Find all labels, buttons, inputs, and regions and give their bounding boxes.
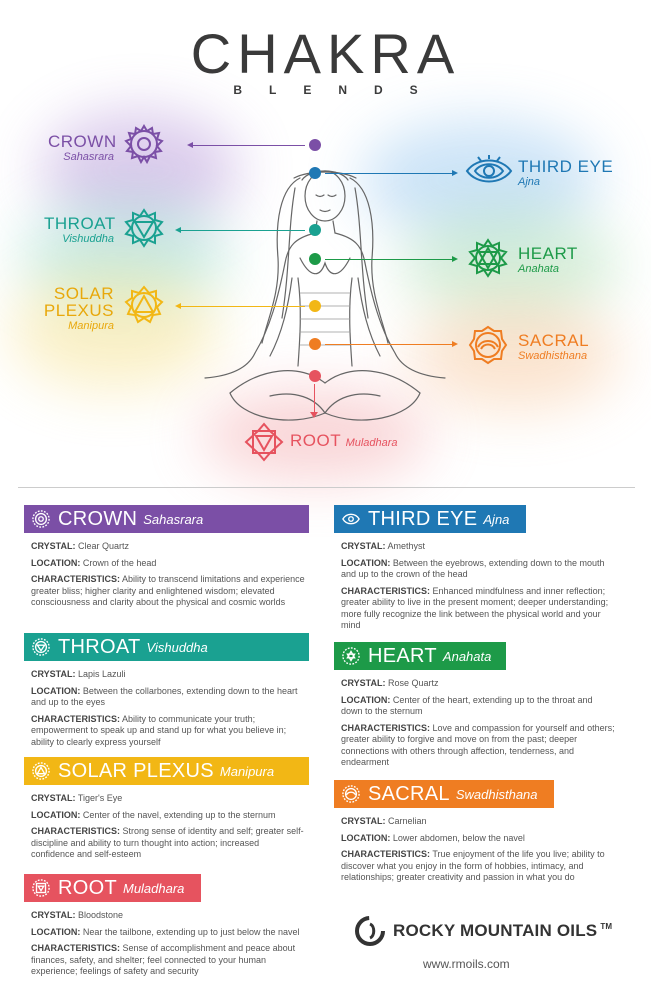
third-eye-symbol-icon [465, 155, 513, 183]
crown-sanskrit: Sahasrara [143, 511, 204, 527]
root-crystal: CRYSTAL: Bloodstone [31, 910, 124, 920]
third-eye-header: THIRD EYE Ajna [334, 505, 526, 533]
throat-section: THROAT Vishuddha CRYSTAL: Lapis Lazuli L… [24, 633, 309, 748]
sacral-location: LOCATION: Lower abdomen, below the navel [341, 832, 525, 843]
throat-symbol-icon [124, 208, 164, 248]
teal-wash [20, 200, 230, 310]
heart-label: HEART Anahata [518, 244, 578, 275]
third-eye-sanskrit: Ajna [483, 511, 510, 527]
third-eye-location: LOCATION: Between the eyebrows, extendin… [341, 557, 605, 580]
throat-location: LOCATION: Between the collarbones, exten… [31, 685, 298, 708]
throat-label: THROAT Vishuddha [44, 214, 116, 245]
sacral-label: SACRAL Swadhisthana [518, 331, 590, 362]
crown-symbol-icon [124, 124, 164, 164]
green-wash [400, 210, 620, 320]
root-label: ROOT Muladhara [290, 431, 398, 450]
third-eye-dot [309, 167, 321, 179]
heart-arrow [325, 256, 458, 262]
heart-dot [309, 253, 321, 265]
throat-arrow [175, 227, 305, 233]
heart-chakra-icon [342, 647, 360, 665]
sacral-sanskrit: Swadhisthana [455, 786, 538, 802]
sacral-symbol-icon [468, 325, 508, 365]
crown-title: CROWN [58, 507, 138, 530]
root-header: ROOT Muladhara [24, 874, 201, 902]
throat-sanskrit: Vishuddha [146, 639, 208, 655]
solar-plexus-location: LOCATION: Center of the navel, extending… [31, 809, 276, 820]
root-section: ROOT Muladhara CRYSTAL: Bloodstone LOCAT… [24, 874, 309, 978]
third-eye-label: THIRD EYE Ajna [518, 157, 614, 188]
solar-plexus-chakra-icon [32, 762, 50, 780]
orange-wash [410, 300, 620, 410]
sacral-dot [309, 338, 321, 350]
throat-crystal: CRYSTAL: Lapis Lazuli [31, 669, 126, 679]
heart-characteristics: CHARACTERISTICS: Love and compassion for… [341, 722, 615, 768]
solar-plexus-section: SOLAR PLEXUS Manipura CRYSTAL: Tiger's E… [24, 757, 309, 861]
crown-chakra-icon [32, 510, 50, 528]
crown-arrow [187, 142, 305, 148]
throat-dot [309, 224, 321, 236]
solar-plexus-label: SOLAR PLEXUS Manipura [43, 284, 114, 332]
sacral-crystal: CRYSTAL: Carnelian [341, 816, 427, 826]
crown-label: CROWN Sahasrara [48, 132, 117, 163]
crown-section: CROWN Sahasrara CRYSTAL: Clear Quartz LO… [24, 505, 309, 609]
crown-dot [309, 139, 321, 151]
sacral-arrow [325, 341, 458, 347]
crown-header: CROWN Sahasrara [24, 505, 309, 533]
throat-chakra-icon [32, 638, 50, 656]
sacral-header: SACRAL Swadhisthana [334, 780, 554, 808]
throat-title: THROAT [58, 635, 141, 658]
section-divider [18, 487, 635, 488]
root-arrow [314, 384, 315, 414]
meditating-figure-illustration [204, 170, 446, 421]
solar-plexus-crystal: CRYSTAL: Tiger's Eye [31, 793, 123, 803]
heart-crystal: CRYSTAL: Rose Quartz [341, 678, 439, 688]
heart-symbol-icon [468, 238, 508, 278]
sacral-title: SACRAL [368, 782, 450, 805]
solar-plexus-dot [309, 300, 321, 312]
sacral-section: SACRAL Swadhisthana CRYSTAL: Carnelian L… [334, 780, 619, 884]
root-location: LOCATION: Near the tailbone, extending u… [31, 926, 300, 937]
solar-plexus-arrow [175, 303, 305, 309]
third-eye-chakra-icon [342, 513, 360, 525]
sacral-chakra-icon [342, 785, 360, 803]
root-dot [309, 370, 321, 382]
crown-characteristics: CHARACTERISTICS: Ability to transcend li… [31, 574, 305, 607]
third-eye-section: THIRD EYE Ajna CRYSTAL: Amethyst LOCATIO… [334, 505, 619, 632]
page-title: CHAKRA [190, 22, 461, 85]
solar-plexus-header: SOLAR PLEXUS Manipura [24, 757, 309, 785]
third-eye-crystal: CRYSTAL: Amethyst [341, 541, 426, 551]
sacral-characteristics: CHARACTERISTICS: True enjoyment of the l… [341, 849, 605, 882]
throat-characteristics: CHARACTERISTICS: Ability to communicate … [31, 713, 287, 747]
solar-plexus-sanskrit: Manipura [219, 763, 275, 779]
heart-sanskrit: Anahata [442, 648, 492, 664]
page-subtitle: BLENDS [233, 83, 445, 97]
root-characteristics: CHARACTERISTICS: Sense of accomplishment… [31, 943, 296, 976]
third-eye-characteristics: CHARACTERISTICS: Enhanced mindfulness an… [341, 585, 609, 631]
chakra-illustration: CROWN Sahasrara THIRD EYE Ajna THROAT Vi… [0, 100, 651, 480]
yellow-wash [10, 270, 220, 390]
throat-header: THROAT Vishuddha [24, 633, 309, 661]
solar-plexus-symbol-icon [124, 285, 164, 324]
third-eye-arrow [325, 170, 458, 176]
third-eye-title: THIRD EYE [368, 507, 478, 530]
heart-section: HEART Anahata CRYSTAL: Rose Quartz LOCAT… [334, 642, 619, 769]
crown-crystal: CRYSTAL: Clear Quartz [31, 541, 130, 551]
root-sanskrit: Muladhara [122, 880, 185, 896]
heart-title: HEART [368, 644, 437, 667]
heart-header: HEART Anahata [334, 642, 506, 670]
solar-plexus-characteristics: CHARACTERISTICS: Strong sense of identit… [31, 826, 304, 859]
root-chakra-icon [32, 879, 50, 897]
crown-location: LOCATION: Crown of the head [31, 557, 157, 568]
root-symbol-icon [244, 422, 284, 462]
heart-location: LOCATION: Center of the heart, extending… [341, 694, 593, 717]
website-link[interactable]: www.rmoils.com [423, 957, 510, 971]
solar-plexus-title: SOLAR PLEXUS [58, 759, 214, 782]
root-arrowhead [310, 412, 318, 422]
rmo-logo-icon [355, 916, 385, 946]
root-title: ROOT [58, 876, 117, 899]
